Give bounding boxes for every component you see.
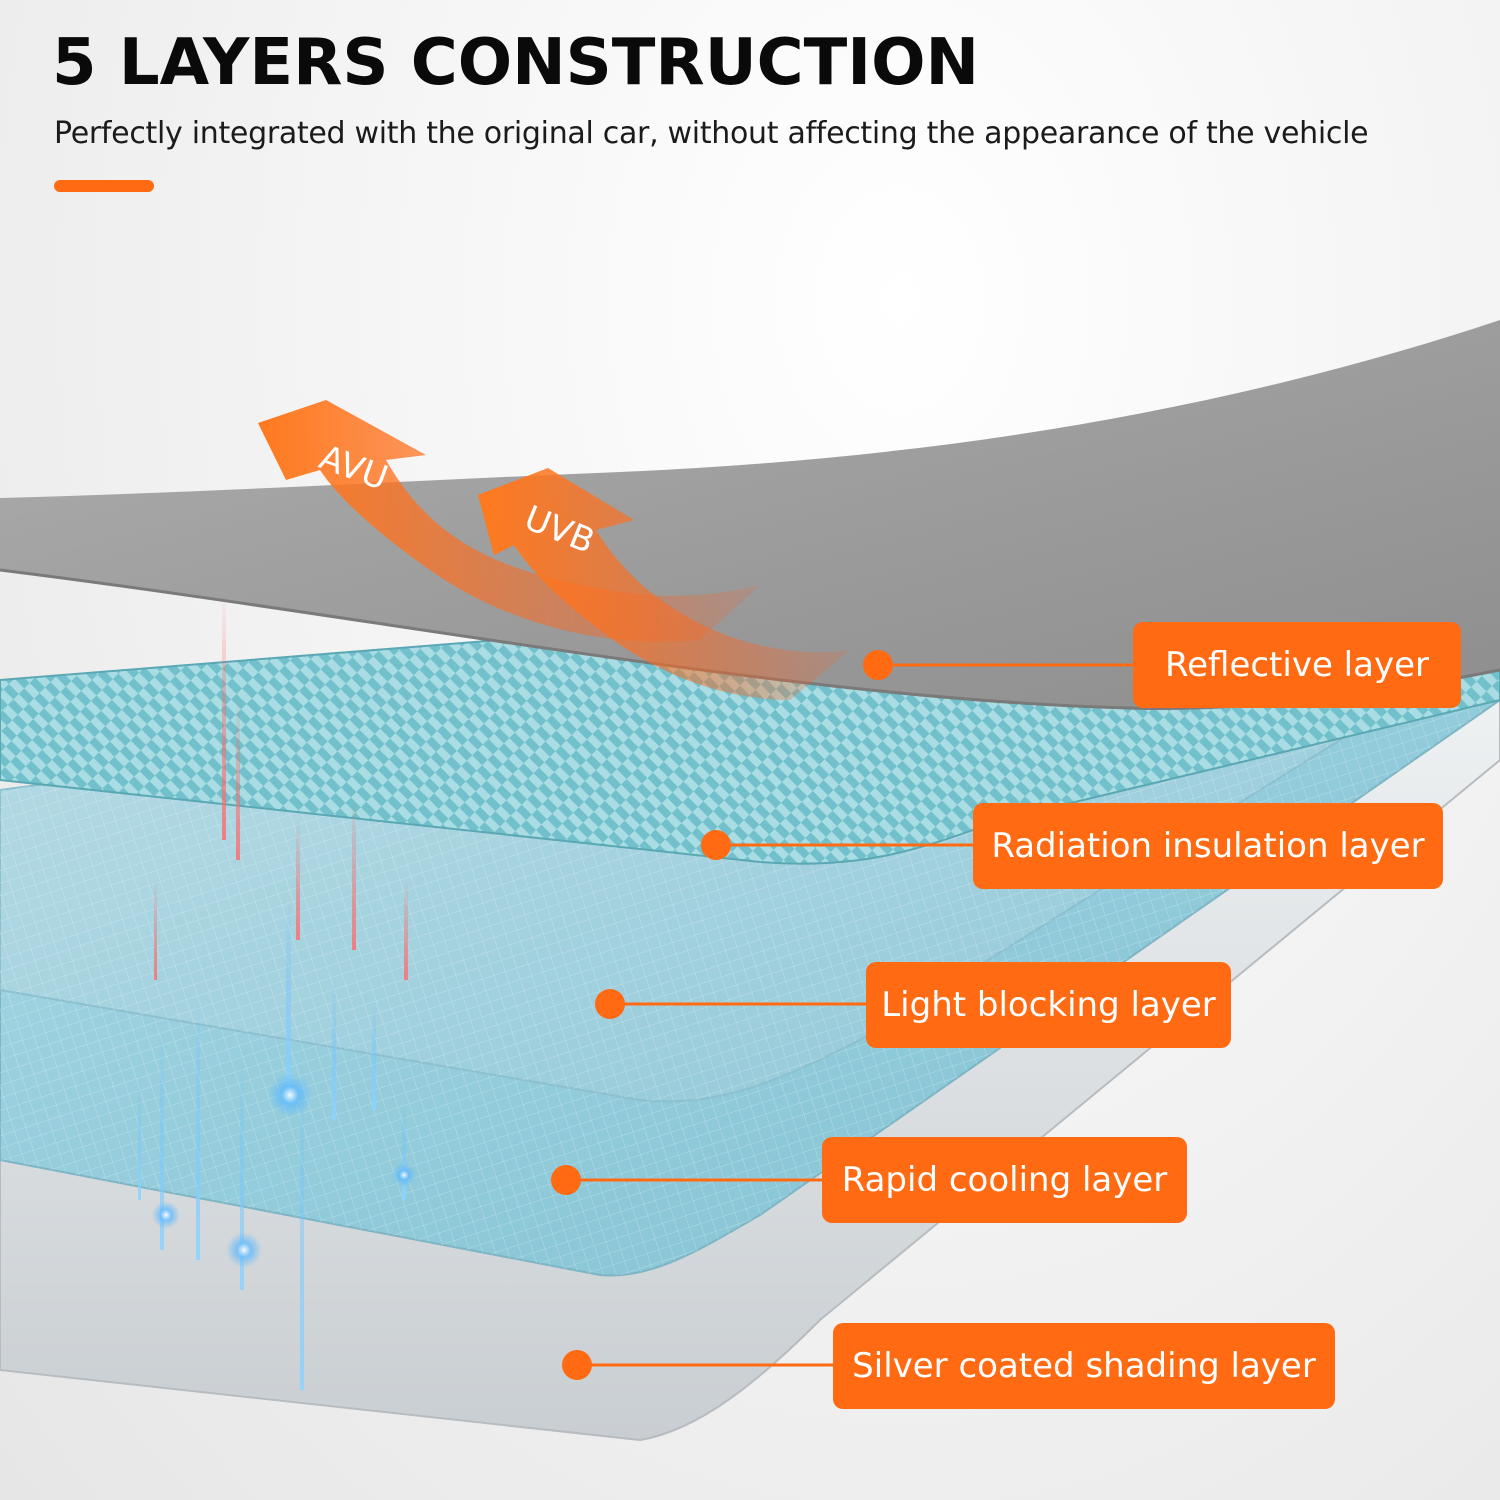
- label-reflective-layer: Reflective layer: [1133, 622, 1461, 708]
- label-rapid-cooling-layer: Rapid cooling layer: [822, 1137, 1187, 1223]
- uvb-arrow-icon: [478, 468, 850, 700]
- page-subtitle: Perfectly integrated with the original c…: [54, 116, 1369, 151]
- uv-arrows: AVU UVB: [258, 400, 850, 700]
- label-radiation-insulation-layer: Radiation insulation layer: [973, 803, 1443, 889]
- avu-arrow-icon: [258, 400, 760, 642]
- page-title: 5 LAYERS CONSTRUCTION: [52, 26, 980, 100]
- connectors: [551, 650, 1140, 1380]
- reflective-layer: [0, 320, 1500, 709]
- accent-bar: [54, 180, 154, 192]
- light-streaks: [138, 590, 416, 1390]
- label-silver-coated-shading-layer: Silver coated shading layer: [833, 1323, 1335, 1409]
- label-light-blocking-layer: Light blocking layer: [866, 962, 1231, 1048]
